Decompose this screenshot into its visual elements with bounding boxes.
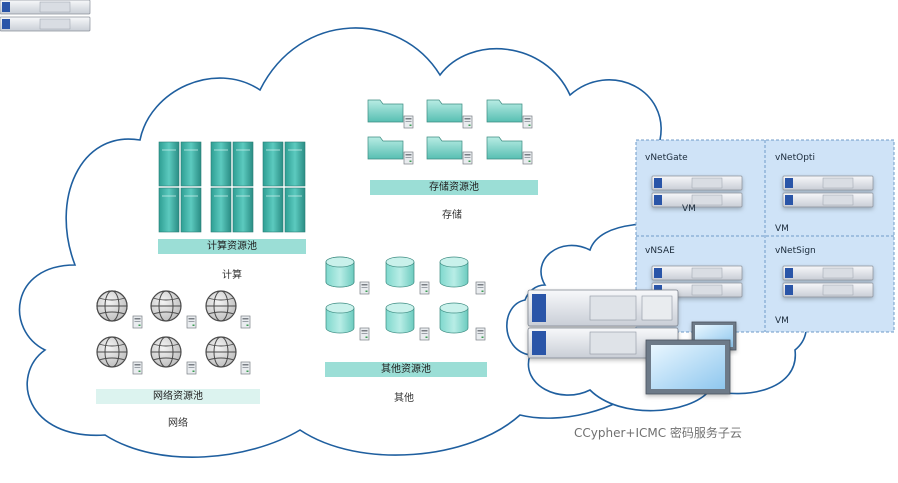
network-pool-bar: 网络资源池 (96, 389, 260, 404)
compute-caption: 计算 (222, 270, 242, 281)
vm-tag-vnetgate: VM (682, 204, 696, 214)
vm-tag-vnetsign: VM (775, 316, 789, 326)
vm-name-vnsae: vNSAE (645, 246, 675, 256)
other-disk-group (325, 256, 486, 341)
storage-folder-group (367, 99, 533, 165)
storage-caption: 存储 (442, 210, 462, 221)
folder-icon (367, 136, 414, 165)
folder-icon (486, 136, 533, 165)
folder-icon (486, 99, 533, 129)
other-pool-bar: 其他资源池 (325, 362, 487, 377)
other-caption: 其他 (394, 393, 414, 404)
folder-icon (426, 99, 473, 129)
vm-name-vnetsign: vNetSign (775, 246, 816, 256)
server-rack-icon (210, 141, 254, 233)
vm-tag-vnetopti: VM (775, 224, 789, 234)
network-globe-group (96, 290, 251, 375)
storage-pool-bar: 存储资源池 (370, 180, 538, 195)
monitor-icon (645, 339, 731, 395)
server-rack-icon (262, 141, 306, 233)
vm-name-vnetopti: vNetOpti (775, 153, 815, 163)
server-rack-icon (158, 141, 202, 233)
vm-name-vnetgate: vNetGate (645, 153, 688, 163)
compute-server-group (158, 141, 306, 233)
network-caption: 网络 (168, 418, 188, 429)
rack-server-icon (527, 289, 679, 359)
crypto-cloud-caption: CCypher+ICMC 密码服务子云 (574, 426, 742, 440)
folder-icon (426, 136, 473, 165)
compute-pool-bar: 计算资源池 (158, 239, 306, 254)
folder-icon (367, 99, 414, 129)
